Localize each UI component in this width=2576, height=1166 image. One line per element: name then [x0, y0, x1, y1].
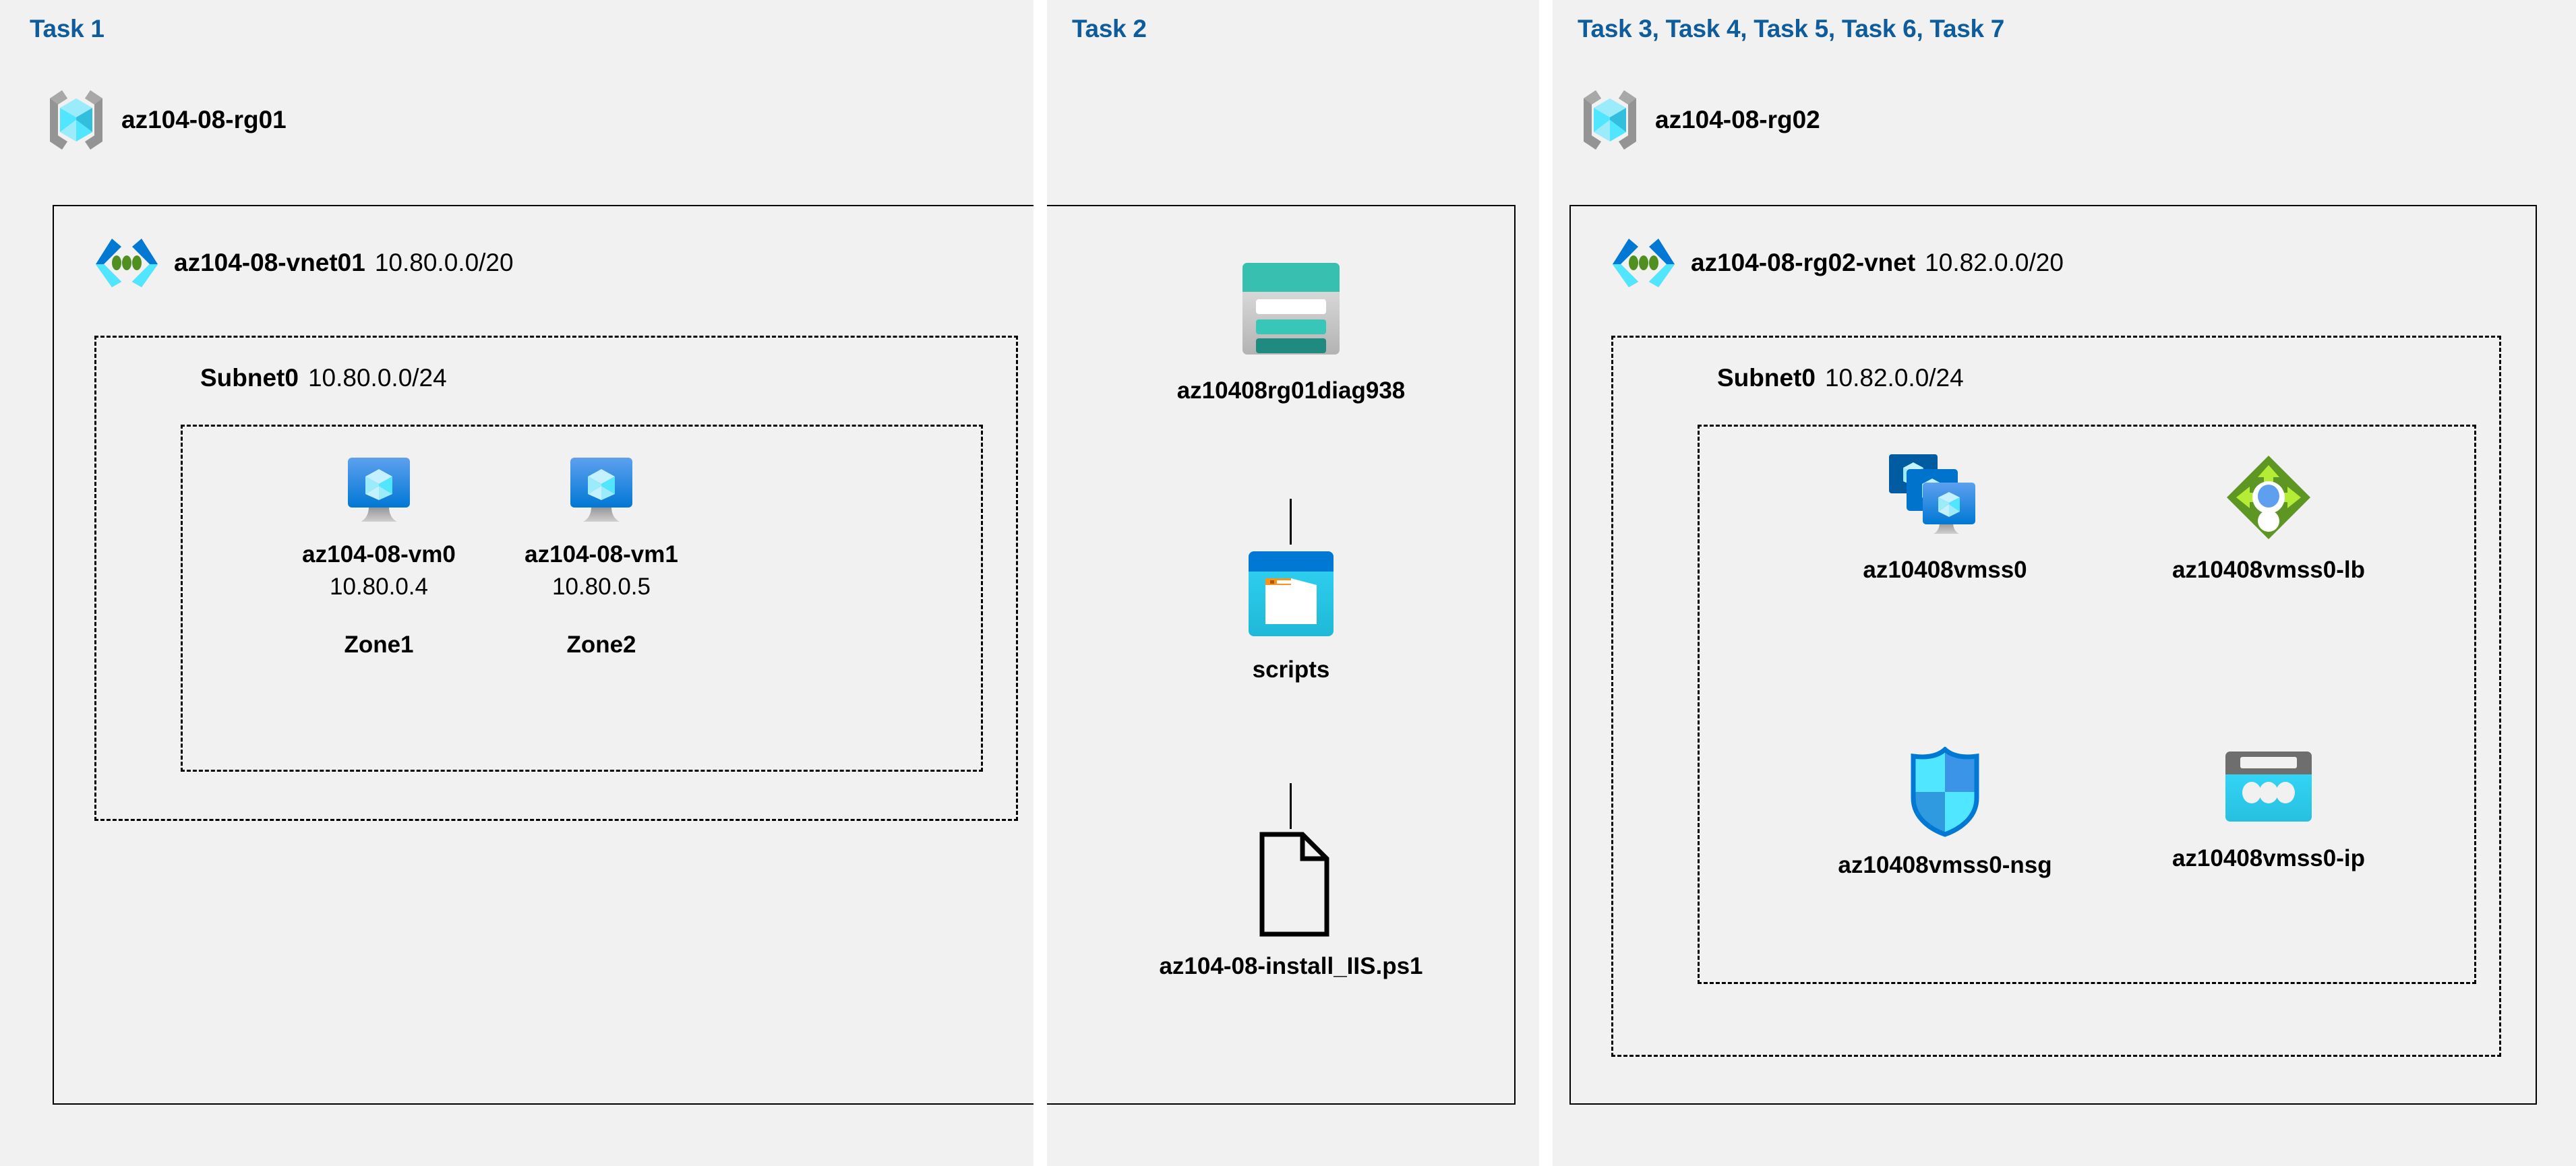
resource-group-rg02: az104-08-rg02 [1581, 86, 1820, 154]
public-ip-address-icon [2220, 747, 2317, 830]
connector-scripts-to-file [1290, 783, 1292, 829]
blob-container-node: scripts [1133, 546, 1449, 683]
vnet-name-label: az104-08-vnet01 [174, 249, 365, 276]
vnet02-header: az104-08-rg02-vnet 10.82.0.0/20 [1611, 237, 2064, 288]
task1-panel [0, 0, 1034, 1166]
vnet01-header: az104-08-vnet01 10.80.0.0/20 [94, 237, 514, 288]
public-ip-address-label: az10408vmss0-ip [2171, 845, 2366, 871]
vnet-cidr-label: 10.80.0.0/20 [374, 249, 514, 276]
vnet01-boundary [53, 205, 1516, 1105]
vm-scale-set-label: az10408vmss0 [1863, 557, 2027, 583]
resource-group-icon [47, 86, 105, 154]
subnet-name: Subnet0 [200, 364, 299, 392]
load-balancer-label: az10408vmss0-lb [2171, 557, 2366, 583]
public-ip-address-node: az10408vmss0-ip [2110, 747, 2427, 872]
subnet-cidr: 10.82.0.0/24 [1824, 364, 1964, 392]
load-balancer-icon [2224, 453, 2313, 542]
vm-zone-label: Zone1 [344, 632, 414, 658]
subnet-name: Subnet0 [1717, 364, 1816, 392]
vm-node-1: az104-08-vm1 10.80.0.5 Zone2 [500, 456, 702, 658]
vm-ip-label: 10.80.0.4 [330, 574, 428, 600]
resource-group-icon [1581, 86, 1639, 154]
task2-heading: Task 2 [1072, 15, 1147, 42]
storage-account-label: az10408rg01diag938 [1176, 377, 1406, 404]
vm-scale-set-node: az10408vmss0 [1787, 453, 2103, 584]
load-balancer-node: az10408vmss0-lb [2110, 453, 2427, 584]
network-security-group-icon [1905, 747, 1985, 837]
file-document-icon [1247, 830, 1335, 938]
subnet0-left-label: Subnet0 10.80.0.0/24 [200, 364, 447, 392]
vnet02-boundary [1569, 205, 2537, 1105]
vm-name-label: az104-08-vm1 [525, 541, 678, 567]
network-security-group-node: az10408vmss0-nsg [1787, 747, 2103, 879]
panel-gap-left [1034, 0, 1047, 1166]
subnet0-right-boundary [1611, 336, 2501, 1057]
virtual-machine-icon [562, 456, 641, 526]
panel-gap-right [1539, 0, 1553, 1166]
network-security-group-label: az10408vmss0-nsg [1838, 852, 2052, 878]
vm-scale-set-icon [1888, 453, 2002, 542]
virtual-network-icon [94, 237, 159, 288]
subnet-cidr: 10.80.0.0/24 [307, 364, 447, 392]
task3-panel [1553, 0, 2576, 1166]
virtual-network-icon [1611, 237, 1676, 288]
vm-name-label: az104-08-vm0 [302, 541, 456, 567]
subnet0-right-label: Subnet0 10.82.0.0/24 [1717, 364, 1964, 392]
vnet-cidr-label: 10.82.0.0/20 [1925, 249, 2064, 276]
blob-container-label: scripts [1252, 656, 1330, 683]
resource-group-rg01: az104-08-rg01 [47, 86, 287, 154]
script-file-node: az104-08-install_IIS.ps1 [1133, 830, 1449, 980]
script-file-label: az104-08-install_IIS.ps1 [1159, 953, 1423, 979]
task1-heading: Task 1 [30, 15, 104, 42]
resource-group-label: az104-08-rg01 [121, 106, 287, 133]
vnet-name-label: az104-08-rg02-vnet [1691, 249, 1916, 276]
vm-ip-label: 10.80.0.5 [552, 574, 651, 600]
vm-zone-label: Zone2 [566, 632, 636, 658]
task3-heading: Task 3, Task 4, Task 5, Task 6, Task 7 [1578, 15, 2005, 42]
connector-storage-to-scripts [1290, 499, 1292, 545]
virtual-machine-icon [339, 456, 419, 526]
storage-account-node: az10408rg01diag938 [1133, 255, 1449, 404]
subnet0-left-boundary [94, 336, 1018, 821]
vm-node-0: az104-08-vm0 10.80.0.4 Zone1 [278, 456, 480, 658]
availability-zones-boundary [181, 425, 983, 772]
vmss-resources-boundary [1698, 425, 2476, 984]
storage-account-icon [1230, 255, 1352, 363]
resource-group-label: az104-08-rg02 [1655, 106, 1820, 133]
blob-container-icon [1240, 546, 1342, 642]
